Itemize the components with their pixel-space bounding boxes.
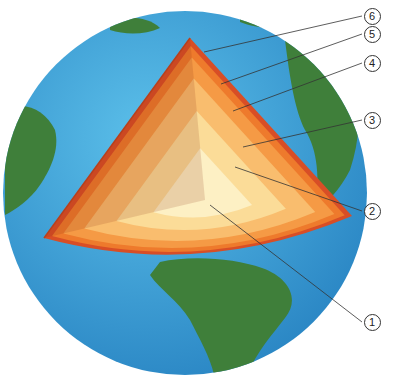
leader-lines <box>204 16 362 322</box>
callout-number: 1 <box>364 314 381 331</box>
globe <box>3 11 367 375</box>
callout-number: 3 <box>364 112 381 129</box>
callout-number: 2 <box>364 203 381 220</box>
earth-layers <box>44 38 352 255</box>
callout-number: 4 <box>364 55 381 72</box>
callout-number: 5 <box>364 26 381 43</box>
continents <box>5 10 359 380</box>
callout-number: 6 <box>364 8 381 25</box>
